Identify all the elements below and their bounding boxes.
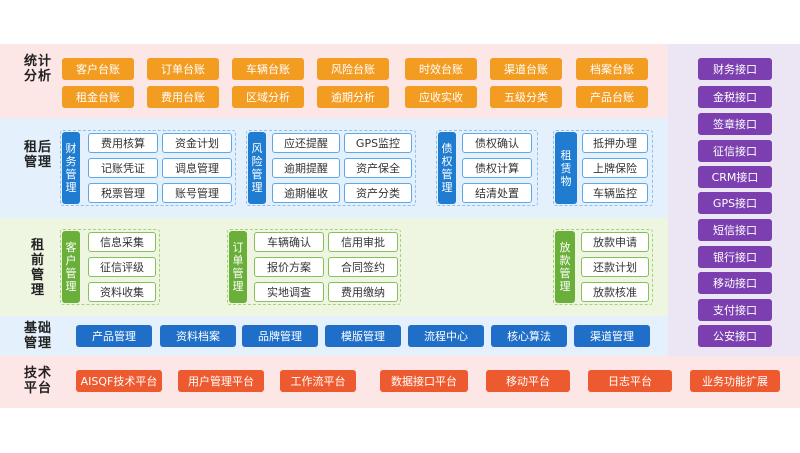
loan-item: 放款申请: [581, 232, 649, 252]
creditor-item: 债权确认: [462, 133, 532, 153]
tech-item: 业务功能扩展: [690, 370, 780, 392]
stat-item: 客户台账: [62, 58, 134, 80]
customer-item: 征信评级: [88, 257, 156, 277]
base-label: 基础管理: [23, 321, 52, 351]
loan-group-title: 放款管理: [555, 231, 575, 303]
base-item: 核心算法: [491, 325, 567, 347]
tech-item: AISQF技术平台: [76, 370, 162, 392]
tech-label: 技术平台: [23, 366, 52, 396]
base-item: 产品管理: [76, 325, 152, 347]
tech-item: 数据接口平台: [380, 370, 468, 392]
interface-item: 支付接口: [698, 299, 772, 321]
risk-item: 资产分类: [344, 183, 412, 203]
customer-item: 资料收集: [88, 282, 156, 302]
order-item: 实地调查: [254, 282, 324, 302]
interface-item: 财务接口: [698, 58, 772, 80]
finance-item: 资金计划: [162, 133, 232, 153]
lease-object-item: 抵押办理: [582, 133, 648, 153]
stat-item: 渠道台账: [490, 58, 562, 80]
pre-label: 租前管理: [30, 238, 45, 298]
tech-item: 用户管理平台: [178, 370, 264, 392]
order-item: 信用审批: [328, 232, 398, 252]
customer-group-title: 客户管理: [62, 231, 80, 303]
stat-item: 逾期分析: [317, 86, 389, 108]
stat-item: 区域分析: [232, 86, 304, 108]
interface-item: GPS接口: [698, 192, 772, 214]
customer-group: [60, 229, 160, 305]
finance-item: 调息管理: [162, 158, 232, 178]
stat-item: 档案台账: [576, 58, 648, 80]
loan-group: [553, 229, 653, 305]
stat-item: 租金台账: [62, 86, 134, 108]
order-group-title: 订单管理: [229, 231, 247, 303]
tech-item: 日志平台: [588, 370, 672, 392]
base-item: 资料档案: [160, 325, 236, 347]
risk-group: [246, 130, 416, 206]
base-item: 模版管理: [325, 325, 401, 347]
stat-item: 产品台账: [576, 86, 648, 108]
loan-item: 放款核准: [581, 282, 649, 302]
lease-object-item: 上牌保险: [582, 158, 648, 178]
finance-item: 费用核算: [88, 133, 158, 153]
stat-item: 时效台账: [405, 58, 477, 80]
order-item: 合同签约: [328, 257, 398, 277]
order-group: [227, 229, 401, 305]
stat-item: 风险台账: [317, 58, 389, 80]
stat-item: 订单台账: [147, 58, 219, 80]
order-item: 车辆确认: [254, 232, 324, 252]
risk-item: 资产保全: [344, 158, 412, 178]
interface-item: 银行接口: [698, 246, 772, 268]
tech-item: 移动平台: [486, 370, 570, 392]
risk-item: 应还提醒: [272, 133, 340, 153]
tech-item: 工作流平台: [280, 370, 356, 392]
interface-item: 短信接口: [698, 219, 772, 241]
interface-item: 签章接口: [698, 113, 772, 135]
risk-item: 逾期提醒: [272, 158, 340, 178]
base-item: 流程中心: [408, 325, 484, 347]
interface-item: 金税接口: [698, 86, 772, 108]
base-item: 渠道管理: [574, 325, 650, 347]
interface-item: CRM接口: [698, 166, 772, 188]
finance-group: [60, 130, 236, 206]
stat-item: 应收实收: [405, 86, 477, 108]
finance-item: 税票管理: [88, 183, 158, 203]
loan-item: 还款计划: [581, 257, 649, 277]
stat-item: 五级分类: [490, 86, 562, 108]
interface-item: 移动接口: [698, 272, 772, 294]
stat-label: 统计分析: [23, 54, 52, 84]
creditor-item: 债权计算: [462, 158, 532, 178]
creditor-group-title: 债权管理: [438, 132, 456, 204]
lease-object-group: [553, 130, 653, 206]
creditor-group: [436, 130, 538, 206]
customer-item: 信息采集: [88, 232, 156, 252]
finance-group-title: 财务管理: [62, 132, 80, 204]
interface-item: 公安接口: [698, 325, 772, 347]
lease-object-group-title: 租赁物: [555, 132, 577, 204]
risk-item: 逾期催收: [272, 183, 340, 203]
risk-group-title: 风险管理: [248, 132, 266, 204]
lease-object-item: 车辆监控: [582, 183, 648, 203]
post-label: 租后管理: [23, 140, 52, 170]
interface-item: 征信接口: [698, 140, 772, 162]
order-item: 报价方案: [254, 257, 324, 277]
stat-item: 费用台账: [147, 86, 219, 108]
finance-item: 记账凭证: [88, 158, 158, 178]
stat-item: 车辆台账: [232, 58, 304, 80]
risk-item: GPS监控: [344, 133, 412, 153]
base-item: 品牌管理: [242, 325, 318, 347]
finance-item: 账号管理: [162, 183, 232, 203]
order-item: 费用缴纳: [328, 282, 398, 302]
creditor-item: 结清处置: [462, 183, 532, 203]
